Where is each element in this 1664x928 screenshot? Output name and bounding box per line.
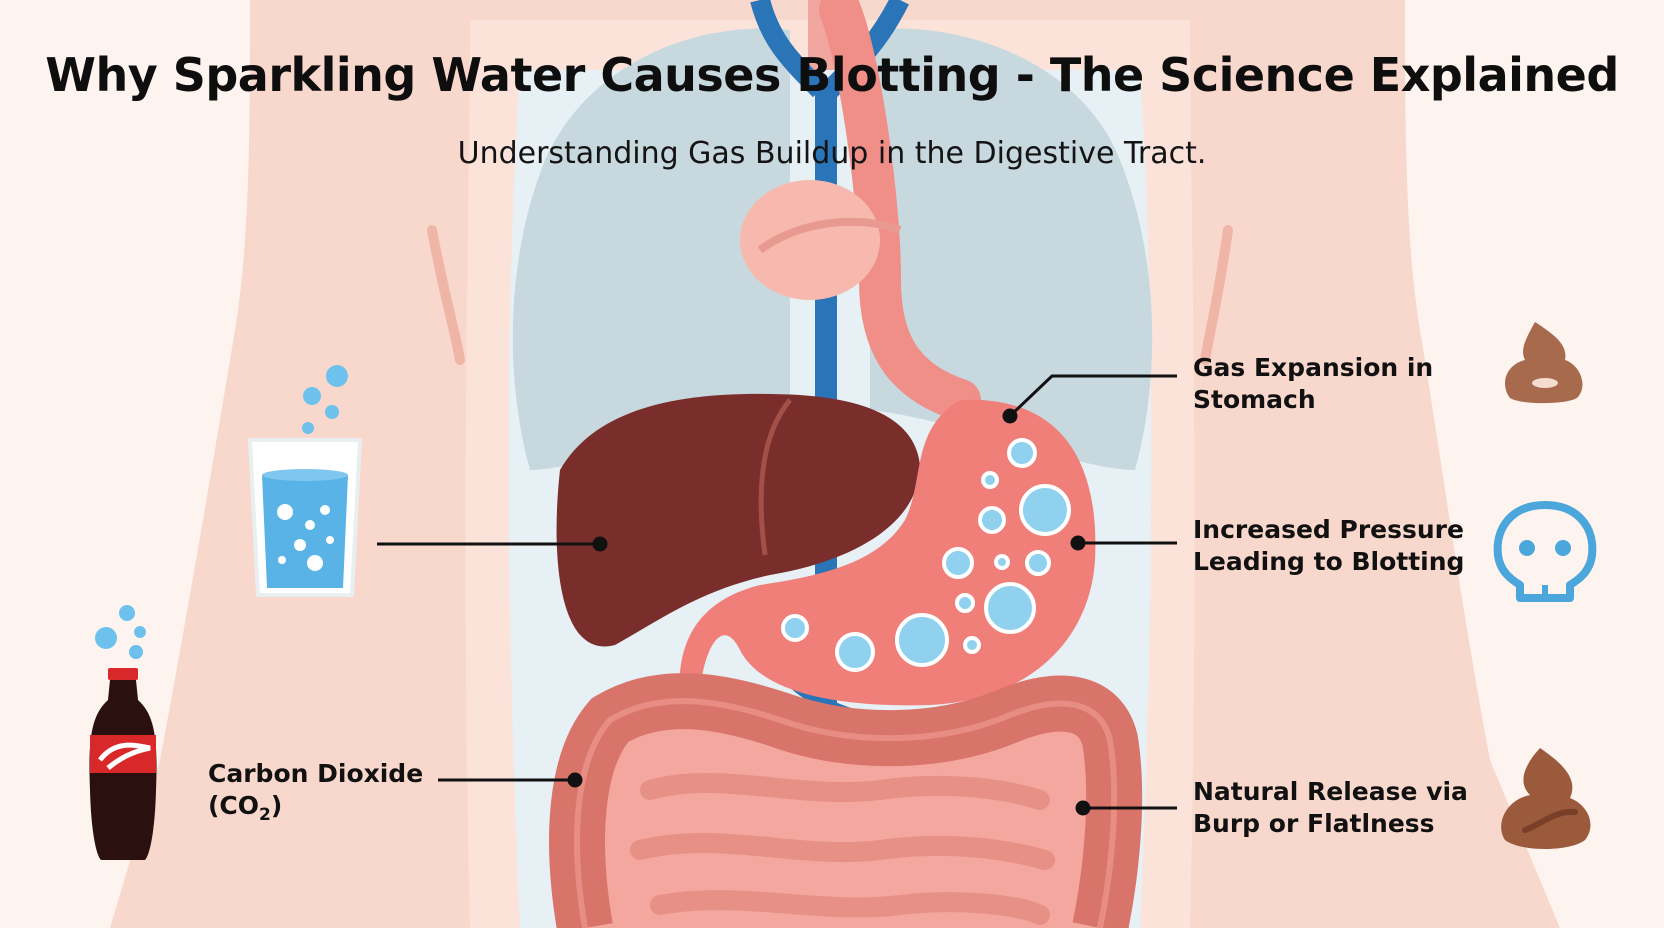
- leader-lines: [377, 374, 1177, 816]
- intestines: [549, 673, 1143, 928]
- label-pressure: Increased Pressure Leading to Blotting: [1193, 514, 1464, 578]
- page-subtitle: Understanding Gas Buildup in the Digesti…: [457, 136, 1207, 171]
- label-gas-expansion-line2: Stomach: [1193, 385, 1316, 414]
- label-pressure-line1: Increased Pressure: [1193, 515, 1464, 544]
- page-title: Why Sparkling Water Causes Blotting - Th…: [45, 48, 1619, 102]
- soda-bottle-icon: [89, 605, 157, 860]
- poop-icon: [1505, 322, 1583, 404]
- label-release-line2: Burp or Flatlness: [1193, 809, 1435, 838]
- label-co2-line1: Carbon Dioxide: [208, 759, 424, 788]
- poop-icon: [1501, 748, 1591, 849]
- skull-icon: [1493, 501, 1597, 602]
- label-pressure-line2: Leading to Blotting: [1193, 547, 1465, 576]
- liver: [556, 393, 920, 647]
- label-gas-expansion-line1: Gas Expansion in: [1193, 353, 1434, 382]
- label-release-line1: Natural Release via: [1193, 777, 1468, 806]
- label-co2-line2: (CO2): [208, 791, 283, 825]
- stomach-bubbles: [781, 438, 1071, 672]
- water-glass-icon: [247, 365, 363, 597]
- esophagus: [740, 0, 981, 421]
- label-gas-expansion: Gas Expansion in Stomach: [1193, 352, 1433, 416]
- lungs: [512, 28, 1153, 470]
- label-co2: Carbon Dioxide (CO2): [208, 758, 423, 831]
- label-release: Natural Release via Burp or Flatlness: [1193, 776, 1468, 840]
